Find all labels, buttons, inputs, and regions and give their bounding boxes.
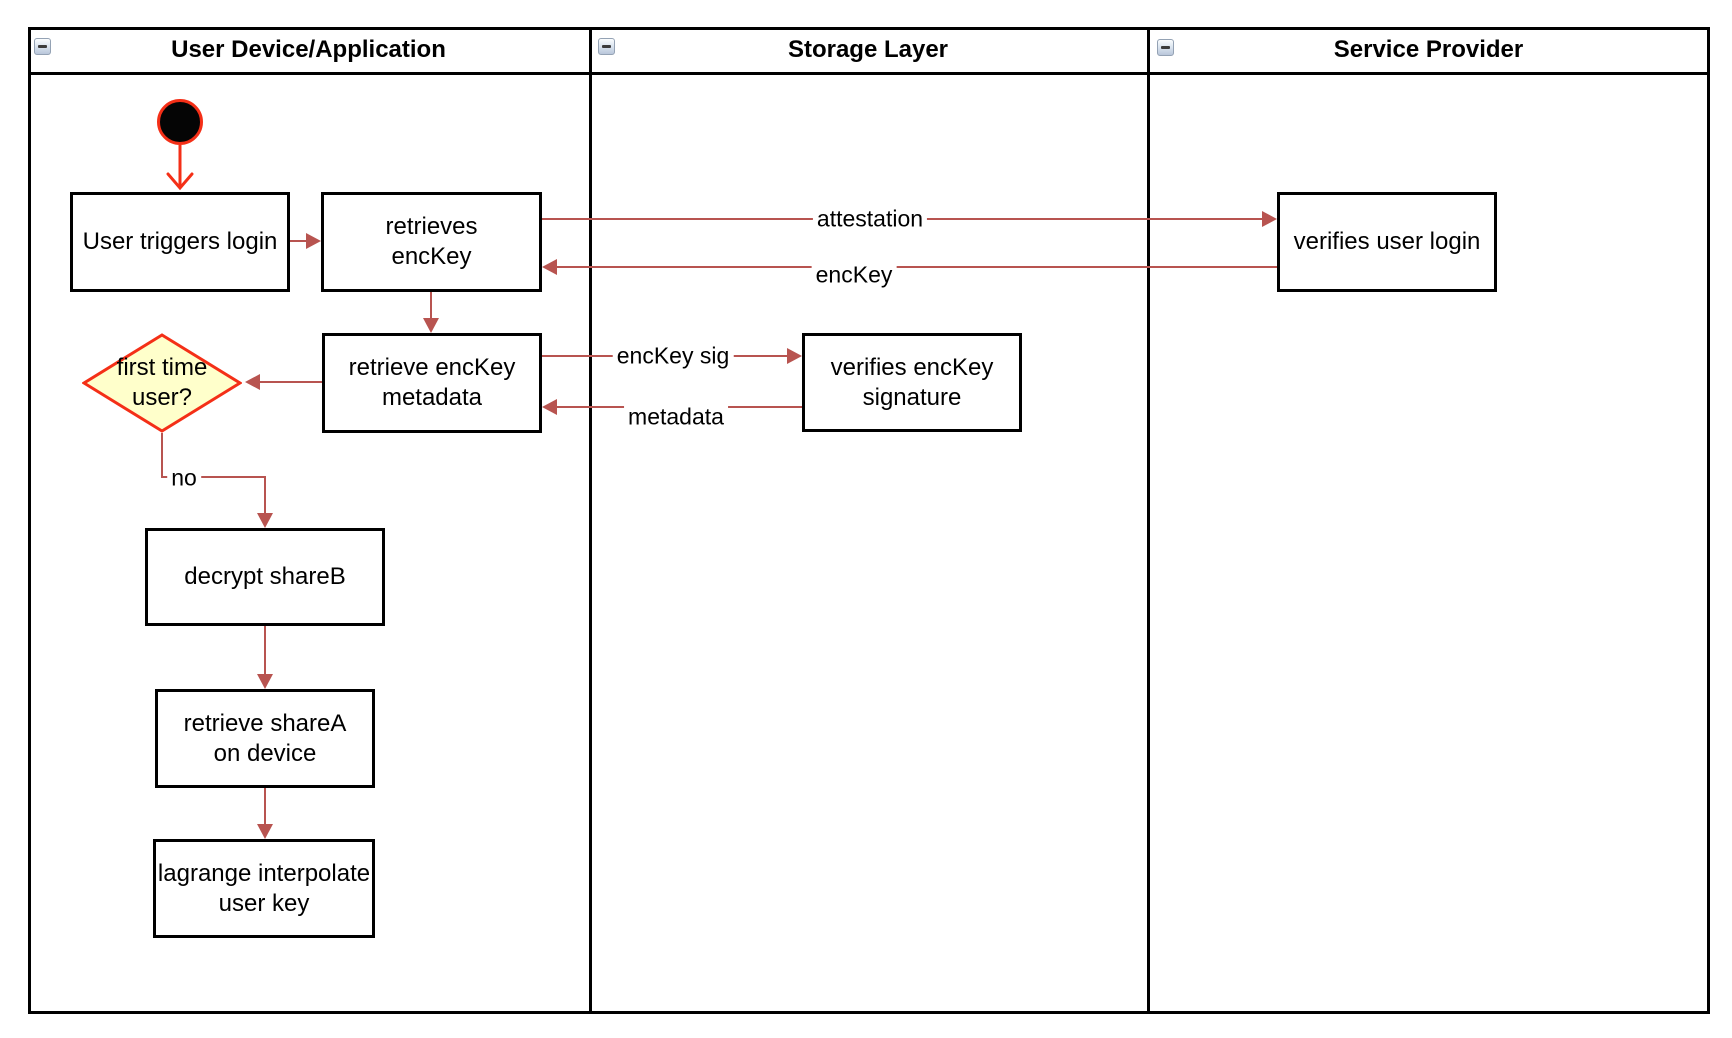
lane-header-user-device: User Device/Application [28, 27, 589, 72]
node-lagrange-interpolate[interactable]: lagrange interpolate user key [153, 839, 375, 938]
node-verifies-user-login[interactable]: verifies user login [1277, 192, 1497, 292]
node-label: retrieve shareA on device [183, 709, 347, 767]
lane-divider-2 [1147, 27, 1150, 1014]
arrowhead-right-icon [787, 348, 802, 364]
lane-title: User Device/Application [171, 35, 446, 63]
arrowhead-down-icon [257, 513, 273, 528]
edge-no-branch-seg3 [264, 476, 266, 515]
arrowhead-right-icon [306, 233, 321, 249]
lane-header-storage-layer: Storage Layer [589, 27, 1147, 72]
lane-divider-1 [589, 27, 592, 1014]
node-label: decrypt shareB [184, 563, 346, 590]
collapse-button-lane-1[interactable] [34, 38, 51, 55]
node-retrieves-enckey[interactable]: retrieves encKey [321, 192, 542, 292]
edge-label-attestation: attestation [812, 205, 928, 233]
edge-label-enckey-sig: encKey sig [612, 342, 734, 370]
node-decrypt-shareb[interactable]: decrypt shareB [145, 528, 385, 626]
edge-enckey-return [556, 266, 1277, 268]
arrowhead-down-icon [257, 824, 273, 839]
edge-label-metadata: metadata [624, 403, 728, 431]
lane-header-service-provider: Service Provider [1147, 27, 1710, 72]
decision-diamond-shape [82, 333, 242, 433]
node-label: verifies user login [1293, 228, 1481, 255]
lane-header-separator [28, 72, 1710, 75]
minus-icon [1161, 46, 1170, 49]
initial-state-node[interactable] [157, 99, 203, 145]
node-retrieve-sharea[interactable]: retrieve shareA on device [155, 689, 375, 788]
node-label: retrieve encKey metadata [348, 354, 516, 411]
edge-metadata-to-decision [259, 381, 322, 383]
edge-sharea-to-lagrange [264, 788, 266, 825]
arrowhead-down-icon [423, 318, 439, 333]
arrowhead-left-icon [542, 259, 557, 275]
node-label: lagrange interpolate user key [157, 859, 371, 917]
edge-decrypt-to-sharea [264, 626, 266, 675]
edge-no-branch-seg1 [161, 433, 163, 477]
edge-start-to-login [166, 145, 194, 191]
node-first-time-user-decision[interactable]: first time user? [82, 333, 242, 433]
edge-label-no: no [167, 464, 201, 492]
node-retrieve-enckey-metadata[interactable]: retrieve encKey metadata [322, 333, 542, 433]
arrowhead-right-icon [1262, 211, 1277, 227]
edge-no-branch-seg2 [161, 476, 265, 478]
collapse-button-lane-2[interactable] [598, 38, 615, 55]
lane-title: Storage Layer [787, 35, 949, 63]
minus-icon [38, 45, 47, 48]
node-user-triggers-login[interactable]: User triggers login [70, 192, 290, 292]
node-label: retrieves encKey [385, 213, 478, 270]
arrowhead-left-icon [245, 374, 260, 390]
arrowhead-left-icon [542, 399, 557, 415]
node-label: User triggers login [82, 228, 278, 255]
collapse-button-lane-3[interactable] [1157, 39, 1174, 56]
node-verifies-enckey-signature[interactable]: verifies encKey signature [802, 333, 1022, 432]
node-label: first time user? [116, 354, 208, 411]
edge-login-to-retrieves [290, 240, 307, 242]
arrowhead-down-icon [257, 674, 273, 689]
edge-label-enckey: encKey [811, 261, 897, 289]
node-label: verifies encKey signature [830, 353, 994, 411]
edge-retrieves-to-metadata [430, 292, 432, 319]
minus-icon [602, 45, 611, 48]
lane-title: Service Provider [1333, 35, 1524, 63]
